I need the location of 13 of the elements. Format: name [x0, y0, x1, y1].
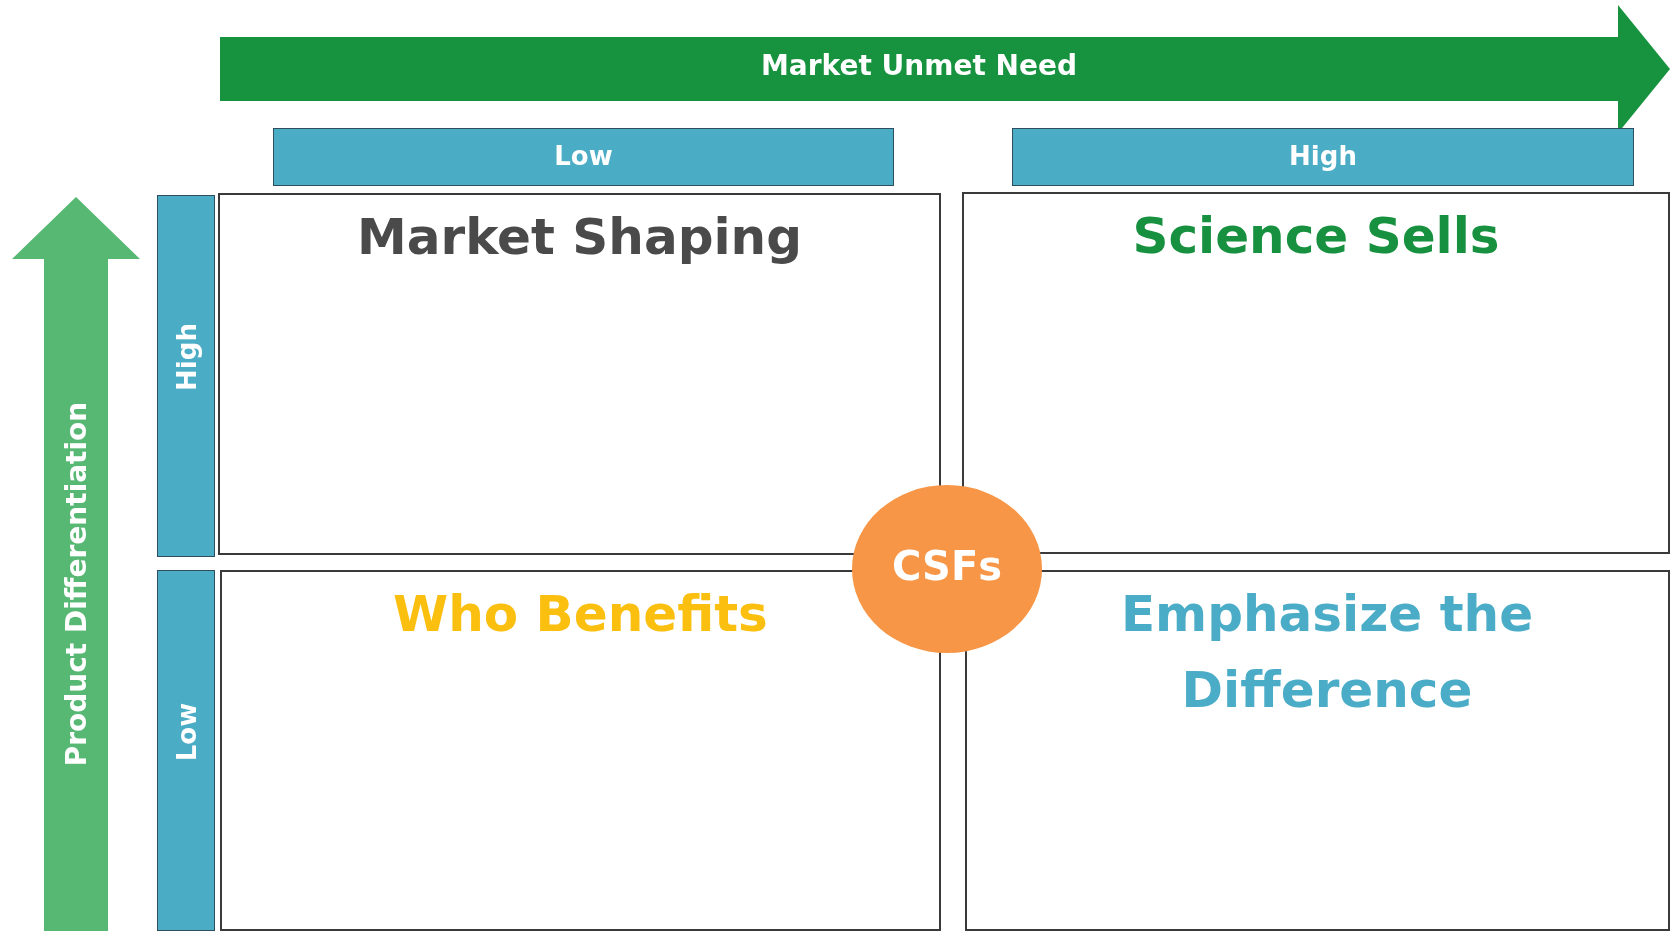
row-label: Low — [172, 702, 202, 761]
row-header — [157, 570, 215, 931]
quadrant-title: Science Sells — [1131, 206, 1501, 267]
row-label: High — [172, 323, 202, 391]
quadrant-title: Emphasize the Difference — [1119, 584, 1535, 721]
axis-title: Market Unmet Need — [760, 49, 1078, 82]
axis-title: Product Differentiation — [59, 401, 93, 767]
column-header: Low — [273, 128, 894, 186]
circle-label: CSFs — [890, 543, 1003, 589]
column-header: High — [1012, 128, 1634, 186]
row-header — [157, 195, 215, 557]
quadrant-title: Market Shaping — [356, 207, 803, 268]
quadrant-title: Who Benefits — [392, 584, 769, 645]
